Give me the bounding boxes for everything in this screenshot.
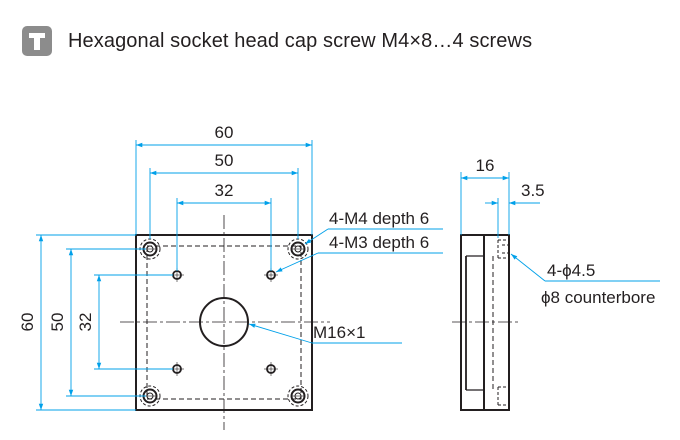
screw-icon (22, 26, 52, 56)
front-view: 60 50 32 60 50 32 4-M4 depth 6 4-M3 (18, 123, 443, 430)
side-plate-right (483, 234, 510, 411)
dim-left-32: 32 (76, 313, 95, 332)
side-plate-left (460, 234, 485, 411)
dim-left-60: 60 (18, 313, 37, 332)
dim-top-60: 60 (215, 123, 234, 142)
label-m3: 4-M3 depth 6 (329, 233, 429, 252)
label-counterbore: ϕ8 counterbore (541, 288, 655, 307)
dim-top-50: 50 (215, 151, 234, 170)
label-hole: 4-ϕ4.5 (547, 261, 595, 280)
center-bore (199, 297, 249, 347)
label-m4: 4-M4 depth 6 (329, 209, 429, 228)
dim-side-3-5: 3.5 (521, 181, 545, 200)
side-view: 16 3.5 4-ϕ4.5 ϕ8 counterbore (452, 156, 660, 411)
dim-top-32: 32 (215, 181, 234, 200)
dim-left-50: 50 (48, 313, 67, 332)
header: Hexagonal socket head cap screw M4×8…4 s… (22, 26, 532, 56)
dim-side-16: 16 (476, 156, 495, 175)
label-center: M16×1 (313, 323, 365, 342)
page-title: Hexagonal socket head cap screw M4×8…4 s… (68, 29, 533, 52)
